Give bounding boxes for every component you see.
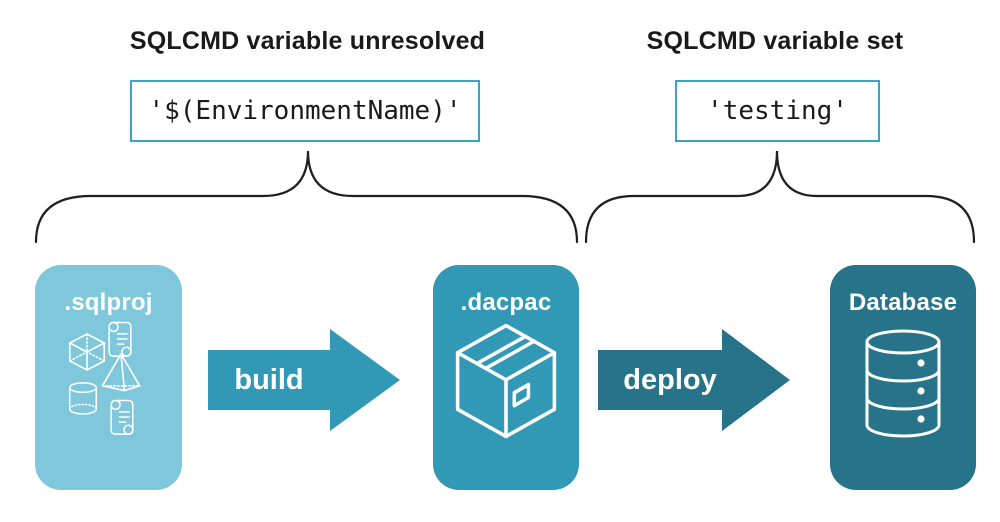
build-arrow-label: build: [234, 364, 304, 396]
heading-sqlcmd-set: SQLCMD variable set: [646, 27, 904, 55]
package-icon: [455, 323, 557, 439]
cube-icon: [68, 333, 106, 371]
brace-left: [34, 150, 579, 244]
scroll-icon: [110, 399, 134, 435]
heading-sqlcmd-unresolved: SQLCMD variable unresolved: [129, 27, 486, 55]
stage-dacpac: .dacpac: [433, 265, 579, 490]
scroll-icon: [108, 321, 132, 357]
code-box-environment-variable: '$(EnvironmentName)': [130, 80, 480, 142]
code-box-testing-value: 'testing': [675, 80, 880, 142]
cylinder-icon: [68, 382, 98, 415]
database-icon: [865, 329, 941, 438]
stage-database: Database: [830, 265, 976, 490]
stage-sqlproj: .sqlproj: [35, 265, 182, 490]
brace-right: [584, 150, 976, 244]
deploy-arrow-label: deploy: [623, 364, 717, 396]
stage-database-label: Database: [848, 289, 958, 316]
code-testing-value: 'testing': [707, 96, 848, 126]
code-environment-variable: '$(EnvironmentName)': [148, 96, 462, 126]
stage-sqlproj-label: .sqlproj: [64, 289, 153, 316]
pyramid-icon: [101, 353, 141, 392]
stage-dacpac-label: .dacpac: [460, 289, 552, 316]
